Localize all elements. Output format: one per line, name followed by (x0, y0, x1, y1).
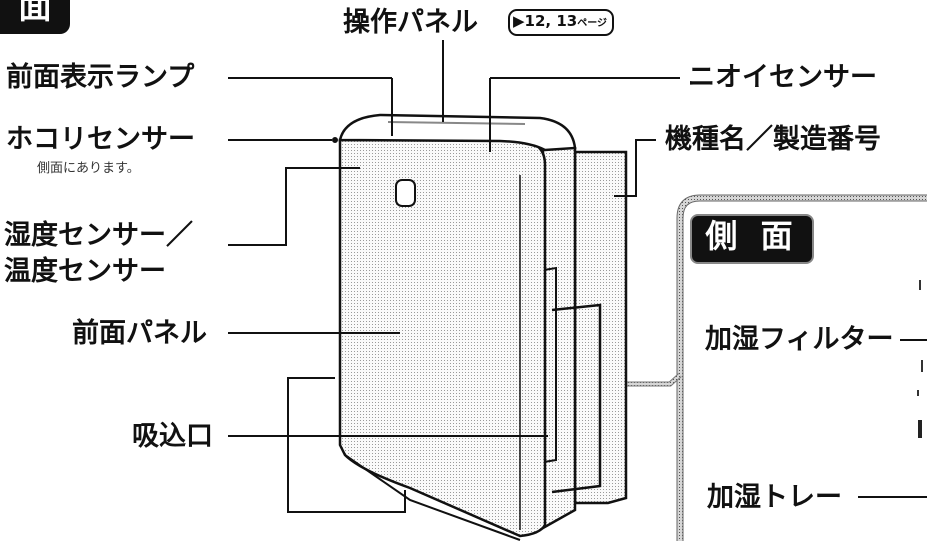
dust-sensor-label: ホコリセンサー (6, 124, 195, 155)
front-view-badge: 面 (0, 0, 70, 34)
front-panel-label: 前面パネル (72, 318, 207, 349)
odor-sensor-label: ニオイセンサー (688, 62, 877, 93)
front-display-lamp-label: 前面表示ランプ (6, 62, 195, 93)
device-front (338, 113, 577, 541)
humidifier-tray-label: 加湿トレー (707, 482, 842, 513)
side-view-inset-frame (676, 194, 927, 541)
control-panel-label: 操作パネル (343, 7, 478, 38)
humidifier-filter-label: 加湿フィルター (705, 324, 894, 355)
page-ref-suffix: ページ (577, 18, 608, 29)
air-intake-label: 吸込口 (132, 421, 213, 452)
device-side (535, 138, 628, 531)
page-ref-numbers: ▶12, 13 (513, 12, 578, 30)
dust-sensor-note: 側面にあります。 (37, 161, 140, 176)
temperature-sensor-label: 温度センサー (4, 256, 166, 287)
side-view-badge: 側 面 (690, 214, 814, 264)
control-panel-page-ref: ▶12, 13ページ (508, 9, 615, 36)
model-serial-label: 機種名／製造番号 (665, 124, 881, 155)
leader-lines (228, 40, 927, 513)
humidity-sensor-label: 湿度センサー／ (4, 220, 193, 251)
